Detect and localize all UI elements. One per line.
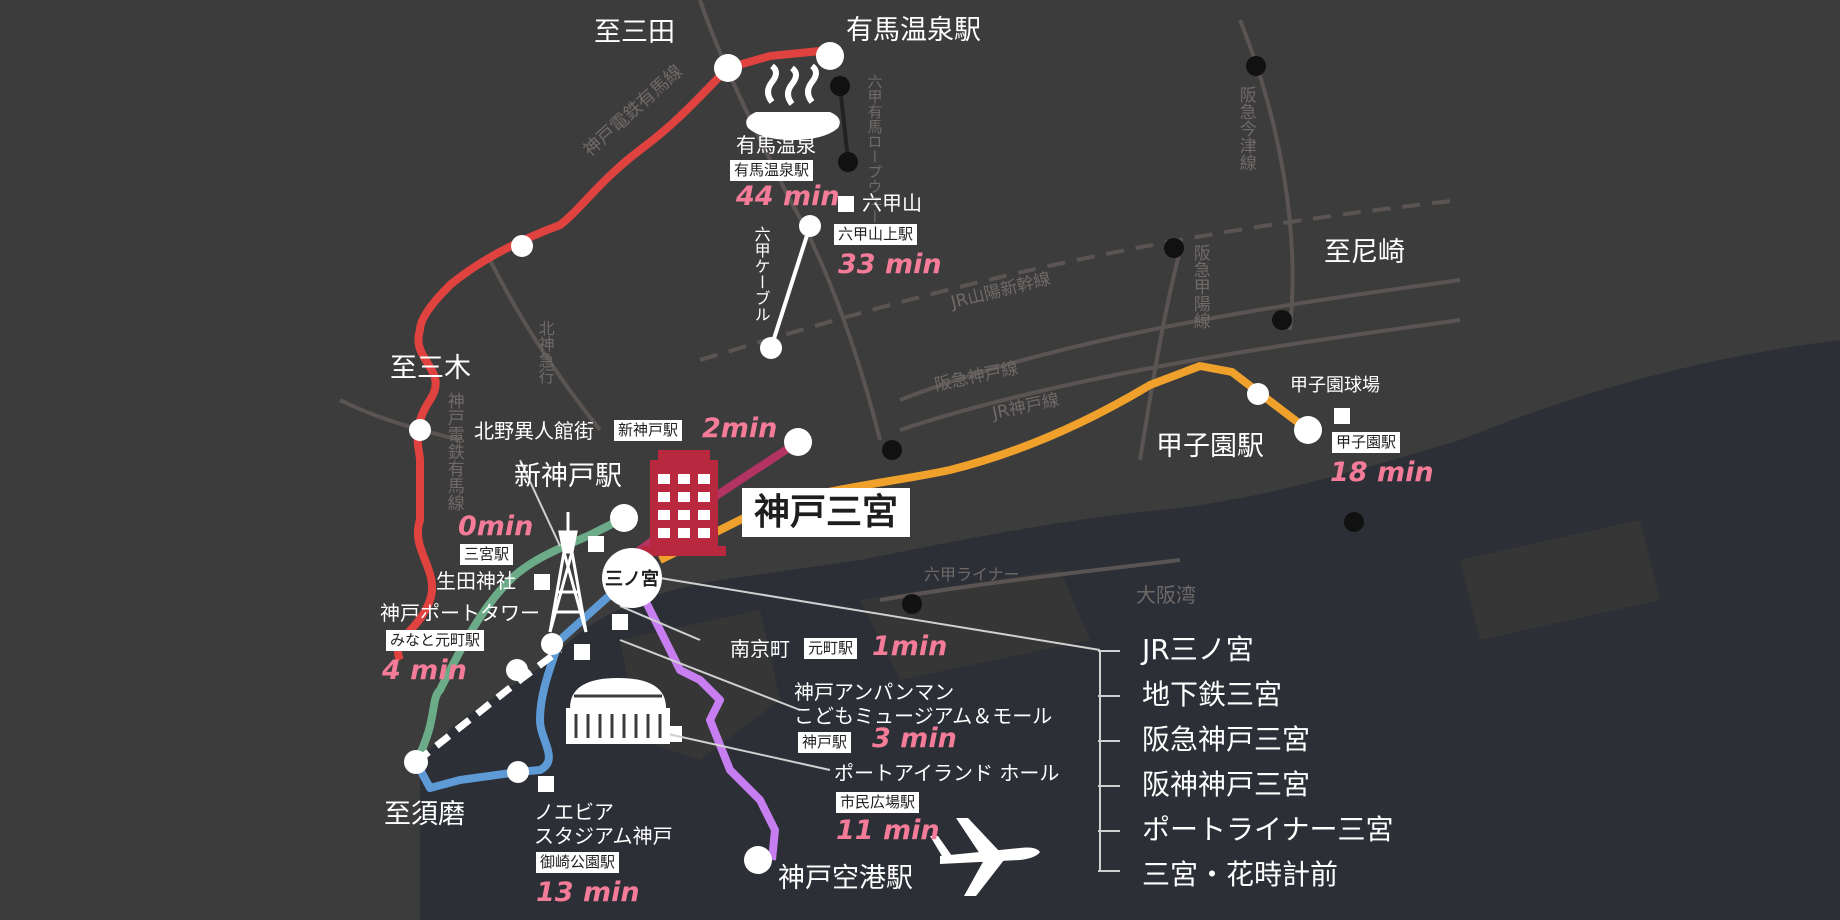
destination-name-kitano: 北野異人館街 — [474, 419, 594, 443]
hotel-building-icon — [642, 450, 726, 556]
list-tick-6 — [1098, 870, 1120, 872]
destination-station-noevir: 御崎公園駅 — [536, 852, 620, 874]
osaka-bay-sea — [420, 340, 1840, 920]
destination-name-arima: 有馬温泉 — [736, 133, 816, 157]
list-tick-1 — [1098, 650, 1120, 652]
destination-name-anpanman: 神戸アンパンマン こどもミュージアム＆モール — [794, 680, 1053, 728]
destination-station-kitano: 新神戸駅 — [614, 420, 683, 442]
destination-time-port-tower: 4 min — [382, 655, 467, 686]
list-tick-4 — [1098, 785, 1120, 787]
line-label-hankyu-imazu: 阪急今津線 — [1235, 86, 1256, 171]
destination-time-sannomiya: 0min — [458, 511, 534, 542]
sannomiya-hub-label: 三ノ宮 — [605, 569, 659, 590]
destination-station-port-tower: みなと元町駅 — [386, 630, 485, 652]
seishin-yamate-line — [412, 514, 626, 764]
onsen-icon — [746, 63, 840, 140]
port-liner-line — [636, 588, 779, 861]
destination-name-port-island-hall: ポートアイランド ホール — [834, 761, 1060, 785]
destination-time-noevir: 13 min — [536, 877, 640, 908]
kaigan-line — [412, 592, 613, 792]
list-item: ポートライナー三宮 — [1142, 813, 1394, 846]
destination-name-noevir: ノエビア スタジアム神戸 — [534, 800, 673, 848]
southeast-reclaimed-land — [1460, 520, 1660, 640]
hotel-name-label: 神戸三宮 — [742, 488, 911, 538]
rokko-arima-ropeway-line — [838, 85, 850, 161]
leader-lines — [519, 459, 1101, 870]
list-item: 三宮・花時計前 — [1142, 858, 1339, 891]
origin-label-amagasaki: 至尼崎 — [1324, 237, 1405, 268]
destination-time-anpanman: 3 min — [872, 723, 957, 754]
destination-station-nankinmachi: 元町駅 — [804, 638, 858, 660]
destination-time-kitano: 2min — [702, 413, 778, 444]
list-tick-2 — [1098, 695, 1120, 697]
line-label-hankyu-koyo: 阪急甲陽線 — [1189, 244, 1210, 329]
junction-dots — [830, 56, 1364, 614]
destination-name-koshien: 甲子園球場 — [1290, 375, 1380, 396]
destination-station-arima: 有馬温泉駅 — [730, 160, 814, 182]
destination-time-arima: 44 min — [736, 181, 840, 212]
destination-name-nankinmachi: 南京町 — [730, 637, 790, 661]
area-label-osaka-bay: 大阪湾 — [1136, 583, 1196, 607]
list-tick-3 — [1098, 740, 1120, 742]
list-item: 地下鉄三宮 — [1142, 678, 1283, 711]
origin-label-miki: 至三木 — [390, 353, 471, 384]
destination-time-rokkosan: 33 min — [838, 249, 942, 280]
jr-sanyo-shinkansen-dashed — [699, 198, 1461, 362]
origin-label-suma: 至須磨 — [384, 799, 465, 830]
station-label-arima-onsen: 有馬温泉駅 — [846, 15, 981, 46]
destination-time-port-island-hall: 11 min — [836, 815, 940, 846]
station-label-shinkobe: 新神戸駅 — [514, 461, 622, 492]
sannomiya-hub-marker: 三ノ宮 — [602, 548, 662, 608]
destination-station-rokkosan: 六甲山上駅 — [834, 224, 918, 246]
line-label-hokushin-kyuko: 北神急行 — [535, 320, 555, 384]
origin-label-sanda: 至三田 — [594, 17, 675, 48]
list-tick-5 — [1098, 830, 1120, 832]
line-label-rokko-arima-ropeway: 六甲有馬ロープウェー — [865, 74, 884, 224]
destination-station-port-island-hall: 市民広場駅 — [836, 792, 920, 814]
destination-station-anpanman: 神戸駅 — [798, 732, 852, 754]
destination-name-ikuta: 生田神社 — [436, 569, 516, 593]
line-label-rokko-liner: 六甲ライナー — [924, 565, 1020, 584]
destination-station-sannomiya: 三宮駅 — [460, 544, 514, 566]
destination-time-nankinmachi: 1min — [872, 631, 948, 662]
sannomiya-station-list: JR三ノ宮 地下鉄三宮 阪急神戸三宮 阪神神戸三宮 ポートライナー三宮 三宮・花… — [1142, 630, 1393, 900]
station-label-koshien: 甲子園駅 — [1156, 431, 1264, 462]
station-dots — [404, 42, 1322, 874]
destination-time-koshien: 18 min — [1330, 457, 1434, 488]
rokko-cable-line — [769, 225, 812, 349]
line-label-rokko-cable: 六甲ケーブル — [751, 226, 771, 322]
destination-name-port-tower: 神戸ポートタワー — [380, 601, 540, 625]
list-item: 阪神神戸三宮 — [1142, 768, 1311, 801]
list-item: 阪急神戸三宮 — [1142, 723, 1311, 756]
port-tower-icon — [548, 512, 588, 633]
airplane-icon — [930, 818, 1040, 896]
destination-name-rokkosan: 六甲山 — [862, 191, 922, 215]
list-item: JR三ノ宮 — [1142, 633, 1254, 666]
station-label-kobe-airport: 神戸空港駅 — [778, 863, 913, 894]
line-label-kobe-dentetsu-arima-lower: 神戸電鉄有馬線 — [443, 392, 464, 511]
destination-station-koshien: 甲子園駅 — [1332, 432, 1401, 454]
kobe-dentetsu-arima-line — [394, 46, 831, 662]
stadium-icon — [566, 678, 670, 744]
